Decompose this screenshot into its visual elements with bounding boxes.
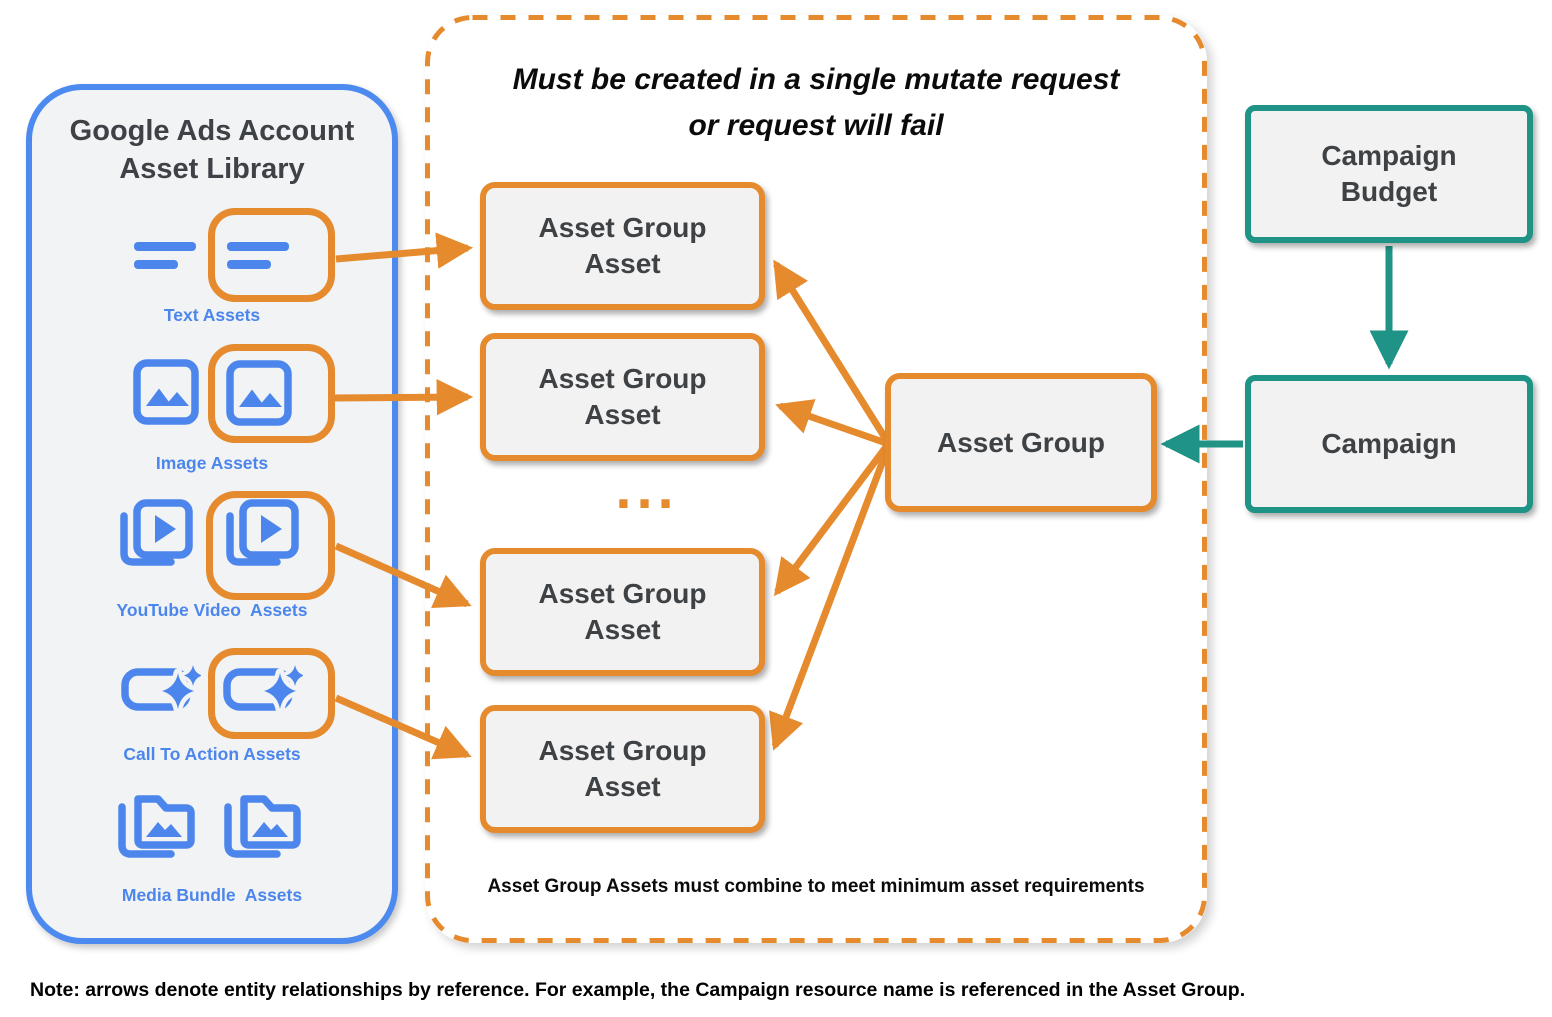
media-bundle-asset-icon (118, 795, 195, 858)
asset-group-asset-box-1: Asset Group Asset (480, 182, 765, 310)
mutate-request-title-line1: Must be created in a single mutate reque… (512, 63, 1120, 96)
asset-group-asset-box-3: Asset Group Asset (480, 548, 765, 676)
call-to-action-asset-icon (121, 663, 201, 714)
image-asset-highlight-box (208, 344, 335, 443)
more-assets-ellipsis: ... (615, 456, 679, 521)
youtube-video-assets-label: YouTube Video Assets (116, 600, 308, 620)
minimum-asset-requirements-caption: Asset Group Assets must combine to meet … (487, 876, 1145, 897)
image-assets-label: Image Assets (155, 453, 269, 473)
text-asset-icon (134, 242, 196, 269)
image-asset-icon (133, 359, 199, 425)
youtube-video-asset-icon (120, 499, 193, 566)
campaign-box: Campaign (1245, 375, 1533, 513)
text-asset-highlight-box (208, 208, 335, 302)
asset-library-title-line1: Google Ads Account (69, 115, 355, 147)
asset-group-asset-box-2: Asset Group Asset (480, 333, 765, 461)
diagram-note: Note: arrows denote entity relationships… (30, 979, 1246, 1001)
mutate-request-title-line2: or request will fail (688, 109, 944, 142)
call-to-action-asset-icon (223, 663, 303, 714)
image-asset-icon (226, 360, 292, 426)
media-bundle-assets-label: Media Bundle Assets (121, 885, 303, 905)
asset-library-title-line2: Asset Library (119, 153, 305, 185)
mutate-request-title: Must be created in a single mutate reque… (425, 57, 1207, 149)
text-assets-label: Text Assets (163, 305, 261, 325)
asset-group-asset-box-4: Asset Group Asset (480, 705, 765, 833)
call-to-action-assets-label: Call To Action Assets (123, 744, 301, 764)
asset-group-box: Asset Group (885, 373, 1157, 512)
youtube-video-asset-icon (226, 499, 299, 566)
youtube-video-asset-highlight-box (206, 491, 335, 600)
text-asset-icon (227, 242, 289, 269)
media-bundle-asset-icon (224, 795, 301, 858)
call-to-action-asset-highlight-box (208, 648, 335, 739)
campaign-budget-box: Campaign Budget (1245, 105, 1533, 243)
asset-library-title: Google Ads Account Asset Library (26, 112, 398, 188)
